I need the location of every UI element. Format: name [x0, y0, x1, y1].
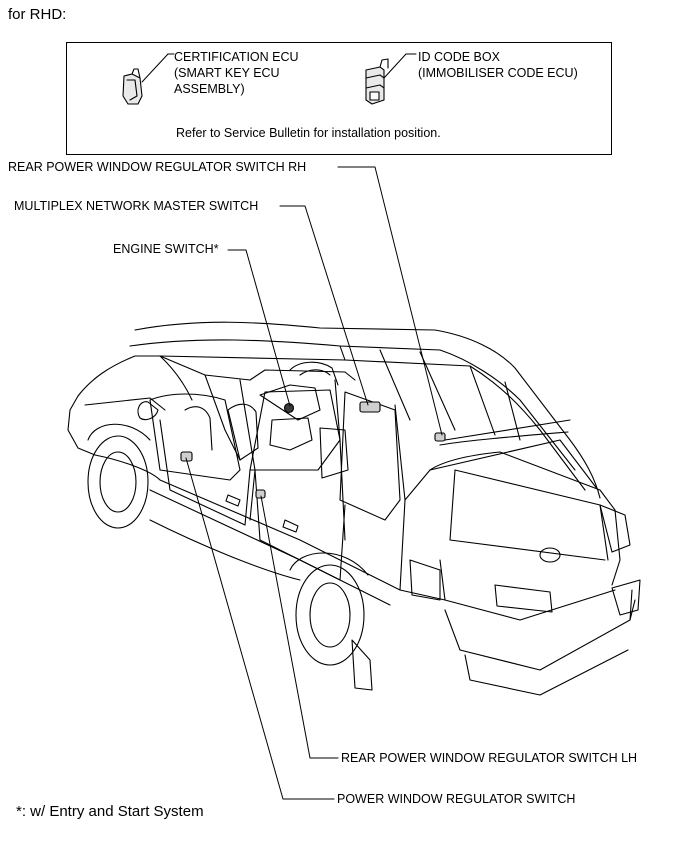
multiplex-master-switch-marker	[359, 401, 381, 413]
callout-rear-window-switch-rh: REAR POWER WINDOW REGULATOR SWITCH RH	[8, 160, 307, 174]
service-bulletin-note: Refer to Service Bulletin for installati…	[176, 126, 441, 140]
callout-engine-switch: ENGINE SWITCH*	[113, 242, 219, 256]
id-code-box-label: ID CODE BOX (IMMOBILISER CODE ECU)	[418, 49, 578, 81]
leader-rear-window-switch-rh	[337, 166, 443, 436]
footnote: *: w/ Entry and Start System	[16, 803, 204, 820]
page-header: for RHD:	[8, 6, 67, 23]
callout-power-window-switch: POWER WINDOW REGULATOR SWITCH	[337, 792, 576, 806]
code-box-part-icon	[365, 53, 417, 105]
certification-ecu-line-2: (SMART KEY ECU	[174, 66, 280, 80]
certification-ecu-line-1: CERTIFICATION ECU	[174, 50, 299, 64]
switch-components	[180, 401, 446, 499]
ecu-part-icon	[122, 53, 175, 105]
leader-power-window-switch	[185, 457, 335, 800]
rear-window-switch-rh-marker	[434, 432, 446, 442]
ecu-location-box	[66, 42, 612, 155]
certification-ecu-label: CERTIFICATION ECU (SMART KEY ECU ASSEMBL…	[174, 49, 299, 97]
engine-switch-marker	[283, 402, 295, 414]
leader-engine-switch	[227, 249, 291, 407]
callout-multiplex-master-switch: MULTIPLEX NETWORK MASTER SWITCH	[14, 199, 259, 213]
rear-window-switch-lh-marker	[255, 489, 266, 499]
id-code-box-line-2: (IMMOBILISER CODE ECU)	[418, 66, 578, 80]
vehicle-body	[67, 321, 641, 696]
certification-ecu-line-3: ASSEMBLY)	[174, 82, 245, 96]
leader-rear-window-switch-lh	[260, 495, 339, 759]
id-code-box-line-1: ID CODE BOX	[418, 50, 500, 64]
callout-rear-window-switch-lh: REAR POWER WINDOW REGULATOR SWITCH LH	[341, 751, 638, 765]
leader-lines	[185, 166, 443, 800]
leader-multiplex-master-switch	[279, 205, 369, 406]
